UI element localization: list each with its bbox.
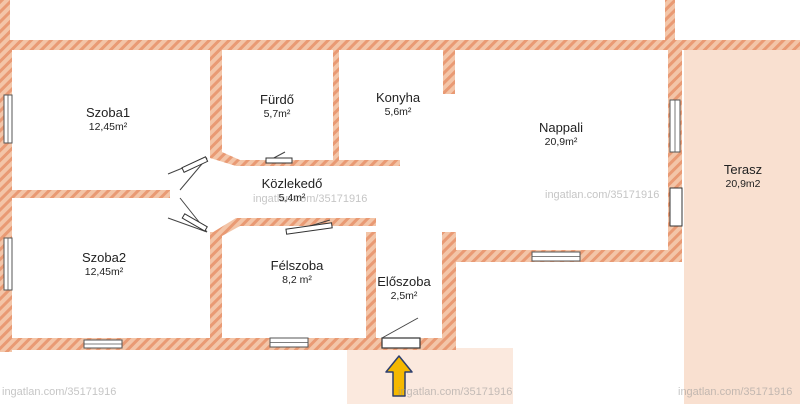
room-szoba2: Szoba2 12,45m²: [82, 250, 126, 279]
room-name: Terasz: [723, 162, 763, 177]
room-area: 12,45m²: [84, 266, 124, 279]
room-nappali: Nappali 20,9m²: [539, 120, 583, 149]
door-leaves: [181, 156, 333, 235]
room-area: 12,45m²: [88, 121, 128, 134]
terrace-door: [669, 187, 683, 227]
room-area: 20,9m²: [544, 136, 578, 149]
wall-felszoba-eloszoba: [366, 232, 376, 342]
room-furdo: Fürdő 5,7m²: [260, 92, 294, 121]
room-area: 8,2 m²: [282, 274, 312, 287]
wall-stub: [443, 48, 455, 94]
watermark: ingatlan.com/35171916: [253, 193, 368, 205]
wall-furdo-konyha: [333, 48, 339, 160]
wall-szoba1-furdo: [210, 48, 222, 158]
entrance-door: [381, 337, 421, 349]
room-area: 5,7m²: [263, 108, 291, 121]
room-name: Szoba2: [81, 250, 127, 265]
watermark: ingatlan.com/35171916: [545, 189, 660, 201]
room-name: Nappali: [538, 120, 584, 135]
room-area: 5,6m²: [384, 106, 412, 119]
room-area: 2,5m²: [390, 290, 418, 303]
room-name: Közlekedő: [261, 176, 323, 191]
wall-corridor-bottom: [210, 218, 376, 236]
entrance-area: [347, 348, 513, 404]
room-eloszoba: Előszoba 2,5m²: [377, 274, 430, 303]
room-konyha: Konyha 5,6m²: [376, 90, 420, 119]
wall-szoba1-bottom: [10, 190, 170, 198]
watermark: ingatlan.com/35171916: [2, 386, 117, 398]
wall-szoba2-right: [210, 232, 222, 342]
watermark: ingatlan.com/35171916: [398, 386, 513, 398]
room-name: Fürdő: [260, 92, 294, 107]
wall-eloszoba-right: [442, 232, 456, 350]
room-name: Szoba1: [85, 105, 131, 120]
room-szoba1: Szoba1 12,45m²: [86, 105, 130, 134]
room-name: Konyha: [375, 90, 421, 105]
watermark: ingatlan.com/35171916: [678, 386, 793, 398]
arrow-up-icon: [385, 355, 413, 397]
room-felszoba: Félszoba 8,2 m²: [271, 258, 324, 287]
room-area: 5,4m²: [278, 192, 306, 205]
wall-outer-top: [0, 40, 800, 50]
room-name: Félszoba: [270, 258, 324, 273]
wall-corridor-top: [210, 152, 400, 166]
wall: [0, 0, 10, 44]
room-kozlekedo: Közlekedő 5,4m²: [262, 176, 323, 205]
terrace-area: [684, 48, 800, 404]
room-terasz: Terasz 20,9m2: [724, 162, 762, 191]
wall: [665, 0, 675, 42]
room-name: Előszoba: [377, 274, 431, 289]
room-area: 20,9m2: [725, 178, 761, 191]
